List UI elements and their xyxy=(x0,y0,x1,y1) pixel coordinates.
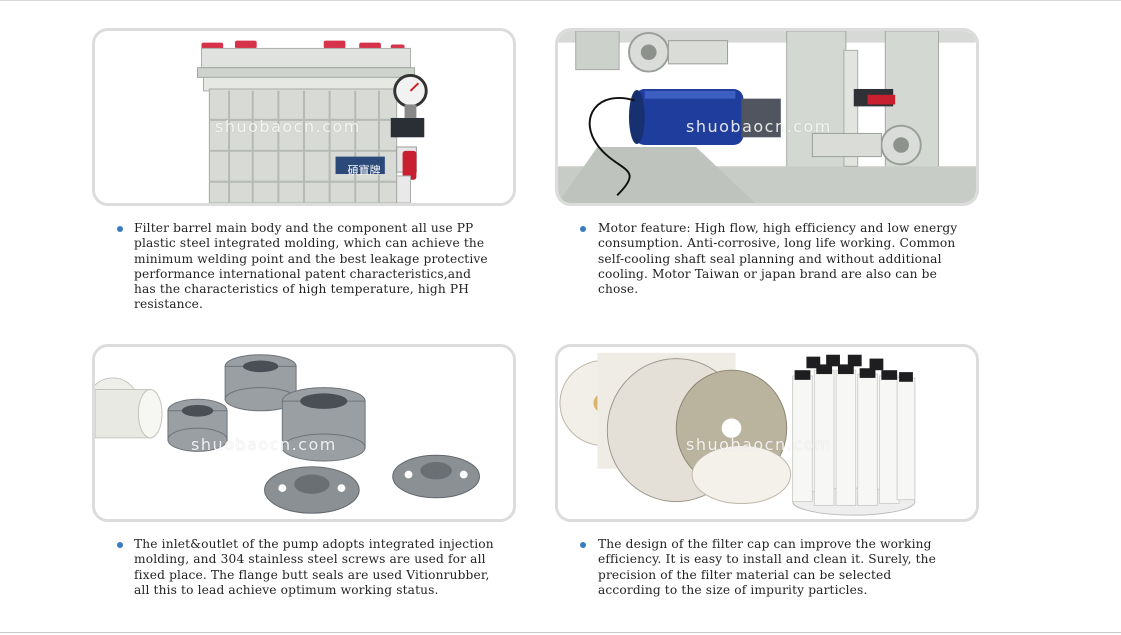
filter-barrel-illustration xyxy=(95,31,513,203)
bullet-icon xyxy=(580,226,586,232)
watermark: shuobaocn.com xyxy=(215,117,361,136)
filter-barrel-description: Filter barrel main body and the componen… xyxy=(134,221,488,312)
watermark: shuobaocn.com xyxy=(686,117,832,136)
watermark: shuobaocn.com xyxy=(686,435,832,454)
filter-barrel-image: 碩寶牌 shuobaocn.com xyxy=(92,28,516,206)
pipe-fittings-description: The inlet&outlet of the pump adopts inte… xyxy=(134,537,494,597)
filter-cartridges-description: The design of the filter cap can improve… xyxy=(598,537,937,597)
motor-illustration xyxy=(558,31,976,203)
bullet-icon xyxy=(117,226,123,232)
bottom-divider xyxy=(0,632,1121,633)
pipe-fittings-image: shuobaocn.com xyxy=(92,344,516,522)
bullet-icon xyxy=(117,542,123,548)
top-divider xyxy=(0,0,1121,1)
motor-description: Motor feature: High flow, high efficienc… xyxy=(598,221,958,297)
filter-cartridges-image: shuobaocn.com xyxy=(555,344,979,522)
product-label: 碩寶牌 xyxy=(347,164,381,177)
motor-image: shuobaocn.com xyxy=(555,28,979,206)
pipe-fittings-illustration xyxy=(95,347,513,519)
watermark: shuobaocn.com xyxy=(191,435,337,454)
bullet-icon xyxy=(580,542,586,548)
filter-cartridges-illustration xyxy=(558,347,976,519)
